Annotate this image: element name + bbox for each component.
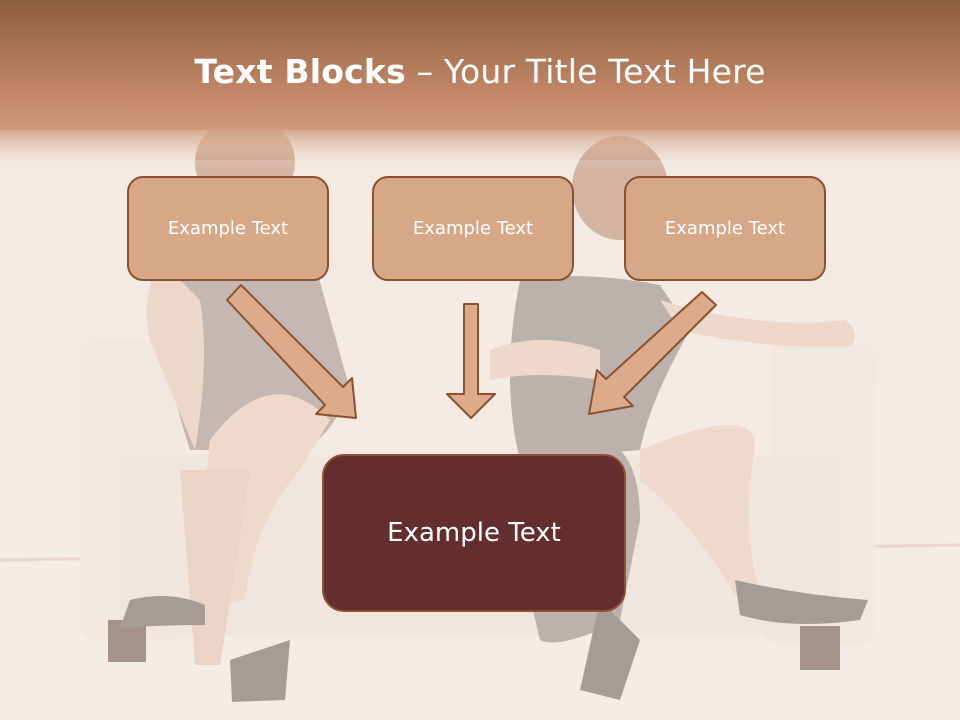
slide-title: Text Blocks – Your Title Text Here xyxy=(0,52,960,91)
text-block-main-label: Example Text xyxy=(387,518,561,548)
text-block-main[interactable]: Example Text xyxy=(322,454,626,612)
arrow-left xyxy=(226,284,357,419)
text-block-3-label: Example Text xyxy=(664,218,786,239)
arrow-center xyxy=(446,303,496,419)
title-rest: Your Title Text Here xyxy=(443,52,766,91)
text-block-3[interactable]: Example Text xyxy=(624,176,826,281)
text-block-2-label: Example Text xyxy=(412,218,534,239)
text-block-1[interactable]: Example Text xyxy=(127,176,329,281)
title-dash: – xyxy=(405,52,444,91)
title-bold: Text Blocks xyxy=(194,52,406,91)
text-block-2[interactable]: Example Text xyxy=(372,176,574,281)
arrow-right xyxy=(588,291,717,415)
text-block-1-label: Example Text xyxy=(167,218,289,239)
